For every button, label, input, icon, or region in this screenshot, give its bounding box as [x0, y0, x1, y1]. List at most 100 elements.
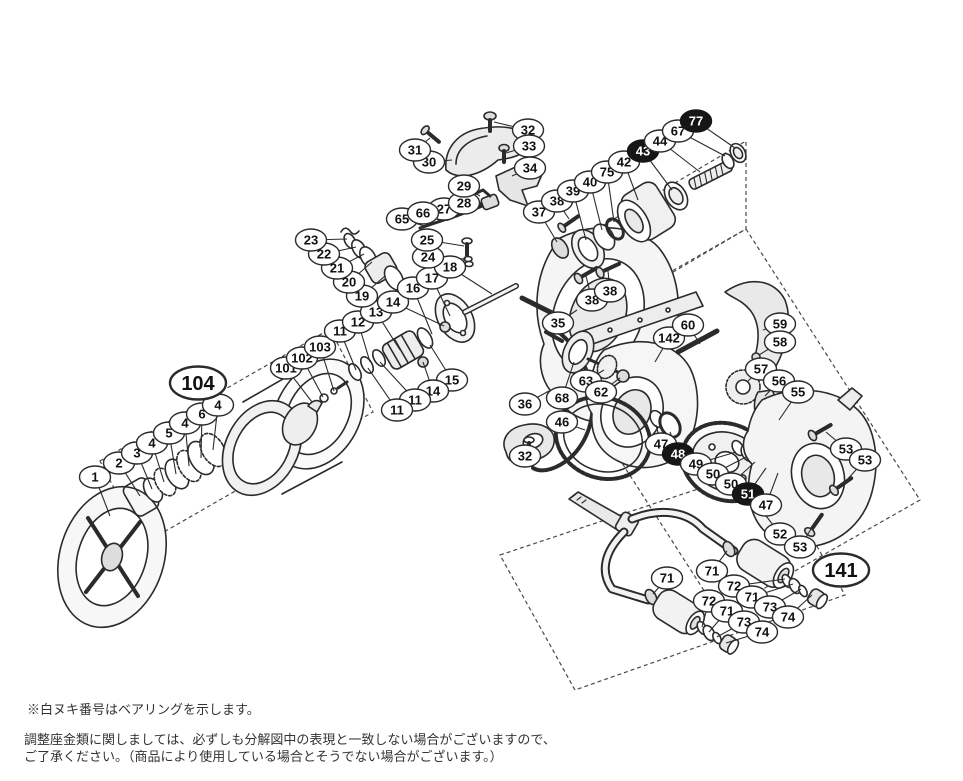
- callout-34: 34: [513, 156, 547, 180]
- svg-text:141: 141: [824, 560, 857, 582]
- svg-text:74: 74: [755, 625, 770, 640]
- svg-text:71: 71: [660, 571, 674, 586]
- svg-text:71: 71: [745, 590, 759, 605]
- svg-text:24: 24: [421, 250, 436, 265]
- drive-gear-art: [550, 142, 747, 270]
- svg-text:73: 73: [763, 600, 777, 615]
- svg-text:29: 29: [457, 179, 471, 194]
- svg-text:56: 56: [772, 374, 786, 389]
- callout-142: 142: [652, 326, 686, 350]
- svg-text:34: 34: [523, 161, 538, 176]
- callout-46: 46: [545, 410, 579, 434]
- callout-33: 33: [512, 134, 546, 158]
- svg-text:23: 23: [304, 233, 318, 248]
- callout-77: 77: [679, 109, 713, 133]
- svg-text:22: 22: [317, 247, 331, 262]
- group-box-spool-group: [99, 328, 374, 545]
- svg-text:51: 51: [741, 487, 755, 502]
- rotor-screws-art: [573, 261, 622, 285]
- callout-66: 66: [406, 201, 440, 225]
- svg-text:55: 55: [791, 385, 805, 400]
- callout-32: 32: [508, 444, 542, 468]
- svg-text:6: 6: [198, 407, 205, 422]
- callout-104: 104: [168, 365, 228, 401]
- callout-103: 103: [303, 335, 337, 359]
- callout-72: 72: [692, 589, 726, 613]
- callouts-layer: 1234546410410110210311121314161718192021…: [78, 109, 882, 644]
- svg-text:71: 71: [705, 564, 719, 579]
- svg-text:71: 71: [720, 604, 734, 619]
- svg-text:103: 103: [309, 340, 331, 355]
- svg-text:19: 19: [355, 289, 369, 304]
- svg-text:46: 46: [555, 415, 569, 430]
- svg-text:38: 38: [603, 284, 617, 299]
- svg-text:18: 18: [443, 260, 457, 275]
- callout-68: 68: [545, 386, 579, 410]
- group-box-body-group: [544, 228, 921, 615]
- svg-text:72: 72: [727, 579, 741, 594]
- svg-text:11: 11: [333, 324, 347, 339]
- svg-text:52: 52: [773, 527, 787, 542]
- rotor-flange-art: [417, 283, 519, 368]
- spool-clip-parts-art: [307, 380, 349, 413]
- svg-text:3: 3: [133, 446, 140, 461]
- svg-text:5: 5: [165, 426, 172, 441]
- callout-38: 38: [593, 279, 627, 303]
- svg-text:77: 77: [689, 114, 703, 129]
- svg-text:53: 53: [793, 540, 807, 555]
- svg-text:74: 74: [781, 610, 796, 625]
- callout-53: 53: [783, 535, 817, 559]
- svg-text:36: 36: [518, 397, 532, 412]
- callout-55: 55: [781, 380, 815, 404]
- svg-text:35: 35: [551, 316, 565, 331]
- callout-74: 74: [771, 605, 805, 629]
- callout-31: 31: [398, 138, 432, 162]
- svg-text:4: 4: [148, 436, 156, 451]
- svg-text:58: 58: [773, 335, 787, 350]
- oscillating-parts-art: [544, 328, 720, 383]
- svg-text:15: 15: [445, 373, 459, 388]
- svg-text:33: 33: [522, 139, 536, 154]
- footnote-bearing-note: ※白ヌキ番号はベアリングを示します。: [27, 702, 260, 717]
- svg-text:1: 1: [91, 470, 98, 485]
- callout-35: 35: [541, 311, 575, 335]
- svg-text:53: 53: [839, 442, 853, 457]
- callout-58: 58: [763, 330, 797, 354]
- callout-29: 29: [447, 174, 481, 198]
- svg-text:4: 4: [214, 398, 222, 413]
- svg-text:2: 2: [115, 456, 122, 471]
- callout-4: 4: [201, 393, 235, 417]
- svg-text:12: 12: [351, 315, 365, 330]
- svg-text:11: 11: [390, 403, 404, 418]
- footnote-disclaimer-line1: 調整座金類に関しましては、必ずしも分解図中の表現と一致しない場合がございますので…: [24, 732, 556, 747]
- svg-text:72: 72: [702, 594, 716, 609]
- svg-text:32: 32: [518, 449, 532, 464]
- callout-62: 62: [584, 380, 618, 404]
- svg-text:14: 14: [386, 295, 401, 310]
- callout-60: 60: [671, 313, 705, 337]
- svg-text:142: 142: [658, 331, 680, 346]
- svg-text:66: 66: [416, 206, 430, 221]
- callout-47: 47: [749, 493, 783, 517]
- callout-74: 74: [745, 620, 779, 644]
- svg-text:31: 31: [408, 143, 422, 158]
- footnote-disclaimer-line2: ご了承ください。（商品により使用している場合とそうでない場合がございます。）: [24, 749, 503, 764]
- handle-art: [568, 491, 829, 655]
- svg-text:65: 65: [395, 212, 409, 227]
- svg-text:53: 53: [858, 453, 872, 468]
- svg-text:28: 28: [457, 196, 471, 211]
- svg-text:59: 59: [773, 317, 787, 332]
- svg-text:16: 16: [406, 281, 420, 296]
- svg-text:21: 21: [330, 261, 344, 276]
- svg-text:44: 44: [653, 134, 668, 149]
- svg-text:47: 47: [759, 498, 773, 513]
- svg-text:11: 11: [408, 393, 422, 408]
- svg-text:42: 42: [617, 155, 631, 170]
- svg-text:67: 67: [671, 124, 685, 139]
- svg-text:104: 104: [181, 373, 215, 395]
- svg-text:25: 25: [420, 233, 434, 248]
- svg-text:27: 27: [437, 202, 451, 217]
- svg-text:57: 57: [754, 362, 768, 377]
